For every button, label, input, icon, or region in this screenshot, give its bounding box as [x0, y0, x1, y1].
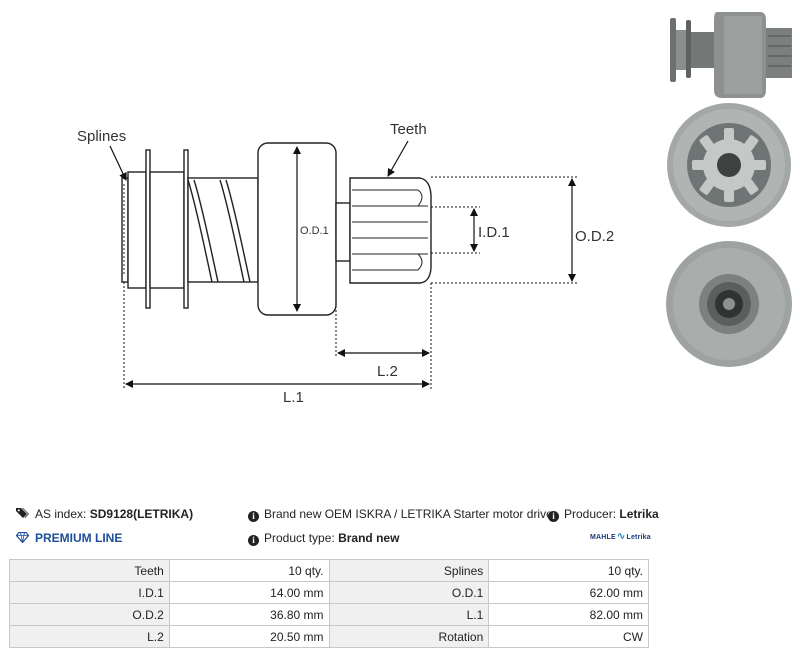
info-icon: i [248, 535, 259, 546]
brand-logo-right: Letrika [626, 534, 651, 541]
table-row: L.2 20.50 mm Rotation CW [9, 625, 649, 648]
premium-line: PREMIUM LINE [16, 531, 122, 545]
spec-key: L.2 [9, 625, 170, 648]
producer-label: Producer: [564, 507, 617, 521]
pinion-gear [349, 177, 432, 284]
splines-end [121, 149, 189, 309]
specs-table: Teeth 10 qty. Splines 10 qty. I.D.1 14.0… [9, 559, 649, 648]
spec-key: O.D.1 [328, 581, 490, 604]
spec-key: O.D.2 [9, 603, 170, 626]
id1-label: I.D.1 [478, 224, 510, 241]
spec-value: 10 qty. [168, 559, 330, 582]
brand-logo: MAHLE∿Letrika [590, 531, 651, 542]
product-type-label: Product type: [264, 531, 335, 545]
spec-value: 36.80 mm [168, 603, 330, 626]
table-row: O.D.2 36.80 mm L.1 82.00 mm [9, 603, 649, 626]
description-text: Brand new OEM ISKRA / LETRIKA Starter mo… [264, 507, 553, 521]
technical-drawing: Splines Teeth O.D.1 I.D.1 O.D.2 L.2 L.1 [77, 121, 614, 406]
premium-line-text: PREMIUM LINE [35, 531, 123, 545]
spec-key: Teeth [9, 559, 170, 582]
producer-value: Letrika [619, 507, 659, 521]
producer: i Producer: Letrika [548, 507, 659, 522]
l2-label: L.2 [377, 363, 398, 380]
info-icon: i [548, 511, 559, 522]
spec-value: 14.00 mm [168, 581, 330, 604]
neck [335, 202, 351, 262]
spec-value: CW [488, 625, 649, 648]
l1-label: L.1 [283, 389, 304, 406]
brand-logo-left: MAHLE [590, 534, 616, 541]
od1-label: O.D.1 [300, 225, 329, 237]
wave-icon: ∿ [616, 531, 626, 542]
diamond-icon [16, 532, 29, 543]
as-index-value: SD9128(LETRIKA) [89, 507, 194, 521]
spec-key: Rotation [328, 625, 490, 648]
description: i Brand new OEM ISKRA / LETRIKA Starter m… [248, 507, 553, 522]
tags-icon [16, 508, 29, 518]
od2-label: O.D.2 [575, 228, 614, 245]
spec-value: 62.00 mm [488, 581, 649, 604]
info-icon: i [248, 511, 259, 522]
spec-key: I.D.1 [9, 581, 170, 604]
spec-value: 20.50 mm [168, 625, 330, 648]
product-type-value: Brand new [338, 531, 400, 545]
product-photo-front [667, 103, 791, 227]
product-type: i Product type: Brand new [248, 531, 399, 546]
spec-value: 10 qty. [488, 559, 649, 582]
spec-value: 82.00 mm [488, 603, 649, 626]
product-photo-back [666, 241, 792, 367]
spec-key: Splines [328, 559, 490, 582]
product-photo-side [664, 10, 794, 100]
helical-shaft [187, 177, 259, 283]
teeth-label: Teeth [390, 121, 427, 138]
table-row: Teeth 10 qty. Splines 10 qty. [9, 559, 649, 582]
table-row: I.D.1 14.00 mm O.D.1 62.00 mm [9, 581, 649, 604]
splines-label: Splines [77, 128, 126, 145]
as-index: AS index: SD9128(LETRIKA) [16, 507, 193, 521]
as-index-label: AS index: [35, 507, 87, 521]
spec-key: L.1 [328, 603, 490, 626]
